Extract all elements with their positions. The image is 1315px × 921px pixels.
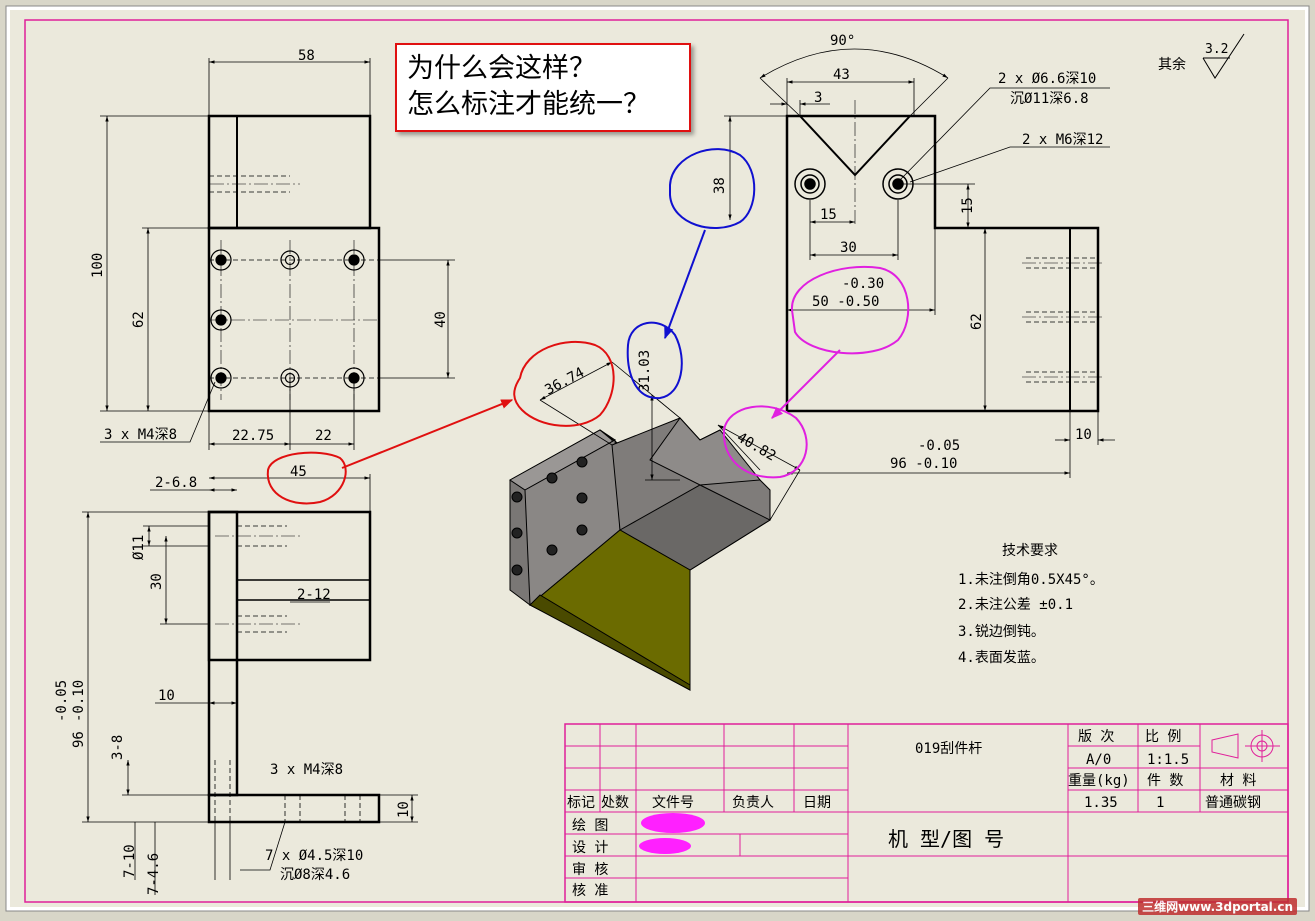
top-view <box>207 114 381 413</box>
rest-label: 其余 <box>1158 56 1186 73</box>
callout-m4-top: 3 x M4深8 <box>104 427 177 443</box>
title-block-icon <box>1211 730 1280 762</box>
dim-10-side: 10 <box>158 688 175 704</box>
dim-2-12: 2-12 <box>297 587 331 603</box>
surface-finish: 其余 3.2 <box>1158 33 1245 79</box>
dim-15-step: 15 <box>960 197 976 214</box>
qty-label: 件 数 <box>1147 773 1183 789</box>
dim-30-front: 30 <box>840 240 857 256</box>
side-view-dimensions <box>82 474 418 895</box>
design-label: 设 计 <box>572 840 608 856</box>
side-view <box>207 510 381 824</box>
drawing-number-label: 机 型/图 号 <box>888 827 1004 851</box>
scale-value: 1:1.5 <box>1147 752 1189 768</box>
rev-owner: 负责人 <box>732 795 774 811</box>
rev-place: 处数 <box>601 795 629 811</box>
roughness-value: 3.2 <box>1205 42 1228 57</box>
qty-value: 1 <box>1156 795 1164 811</box>
title-block <box>564 723 1289 903</box>
top-view-dimensions <box>100 58 455 450</box>
dim-100: 100 <box>90 253 106 278</box>
side-view-labels: 45 2-6.8 Ø11 30 2-12 -0.05 -0.10 96 10 3… <box>54 464 412 895</box>
front-view-labels: 90° 43 3 2 x Ø6.6深10 沉Ø11深6.8 2 x M6深12 … <box>712 33 1103 472</box>
dim-96-front: 96 -0.10 <box>890 456 957 472</box>
dim-7-4-6: 7-4.6 <box>146 853 162 895</box>
dim-96-side: 96 <box>71 731 87 748</box>
dim-62-front: 62 <box>969 313 985 330</box>
watermark: 三维网www.3dportal.cn <box>1138 898 1297 915</box>
dim-phi11: Ø11 <box>131 535 147 560</box>
front-view-dimensions <box>724 48 1115 478</box>
dim-62: 62 <box>131 311 147 328</box>
dim-31-03: 31.03 <box>637 350 653 392</box>
tol-upper-side: -0.05 <box>54 680 70 722</box>
callout-m6: 2 x M6深12 <box>1022 132 1103 148</box>
dim-58: 58 <box>298 48 315 64</box>
tol-96-upper: -0.05 <box>918 438 960 454</box>
rev-mark: 标记 <box>567 795 595 811</box>
dim-50: 50 -0.50 <box>812 294 879 310</box>
tol-lower-side: -0.10 <box>71 680 87 722</box>
dim-2-6-8: 2-6.8 <box>155 475 197 491</box>
dim-10-base: 10 <box>396 801 412 818</box>
part-name: 019刮件杆 <box>915 741 982 757</box>
tech-req-item-2: 2.未注公差 ±0.1 <box>958 597 1073 613</box>
version-value: A/0 <box>1086 752 1111 768</box>
dim-43: 43 <box>833 67 850 83</box>
callout-phi6-6: 2 x Ø6.6深10 <box>998 71 1096 87</box>
question-annotation-box: 为什么会这样？ 怎么标注才能统一？ <box>395 43 691 132</box>
weight-label: 重量(kg) <box>1068 773 1130 789</box>
tech-req-item-1: 1.未注倒角0.5X45°。 <box>958 572 1104 588</box>
dim-3-8: 3-8 <box>110 735 126 760</box>
tol-50-upper: -0.30 <box>842 276 884 292</box>
callout-7-holes-b: 沉Ø8深4.6 <box>280 867 350 883</box>
markup-blue <box>626 148 756 400</box>
top-view-labels: 58 100 62 40 3 x M4深8 22.75 22 <box>90 48 449 444</box>
draw-label: 绘 图 <box>572 818 608 834</box>
weight-value: 1.35 <box>1084 795 1118 811</box>
markup-red <box>266 340 615 505</box>
dim-22: 22 <box>315 428 332 444</box>
question-line-1: 为什么会这样？ <box>407 53 596 84</box>
markup-magenta <box>722 265 910 479</box>
angle-90: 90° <box>830 33 855 49</box>
dim-45-side: 45 <box>290 464 307 480</box>
dim-15-front: 15 <box>820 207 837 223</box>
rev-date: 日期 <box>803 795 831 811</box>
tech-req-item-4: 4.表面发蓝。 <box>958 650 1045 666</box>
review-label: 审 核 <box>572 862 608 878</box>
callout-m4-side: 3 x M4深8 <box>270 762 343 778</box>
rev-doc: 文件号 <box>652 795 694 811</box>
redacted-names <box>639 813 705 854</box>
dim-3: 3 <box>814 90 822 106</box>
dim-38: 38 <box>712 177 728 194</box>
dim-7-10: 7-10 <box>122 844 138 878</box>
material-label: 材 料 <box>1220 773 1256 789</box>
dim-40: 40 <box>433 311 449 328</box>
material-value: 普通碳钢 <box>1205 795 1261 811</box>
tech-req-title: 技术要求 <box>1002 543 1058 559</box>
callout-phi11: 沉Ø11深6.8 <box>1010 91 1089 107</box>
approve-label: 核 准 <box>572 883 608 899</box>
dim-22-75: 22.75 <box>232 428 274 444</box>
dim-30-side: 30 <box>149 573 165 590</box>
callout-7-holes-a: 7 x Ø4.5深10 <box>265 848 363 864</box>
version-label: 版 次 <box>1078 729 1114 745</box>
title-block-text: 019刮件杆 版 次 比 例 A/0 1:1.5 重量(kg) 件 数 材 料 … <box>567 729 1261 899</box>
dim-10-front: 10 <box>1075 427 1092 443</box>
tech-requirements: 技术要求 1.未注倒角0.5X45°。 2.未注公差 ±0.1 3.锐边倒钝。 … <box>958 543 1104 666</box>
tech-req-item-3: 3.锐边倒钝。 <box>958 624 1045 640</box>
question-line-2: 怎么标注才能统一？ <box>407 89 650 120</box>
scale-label: 比 例 <box>1145 729 1181 745</box>
